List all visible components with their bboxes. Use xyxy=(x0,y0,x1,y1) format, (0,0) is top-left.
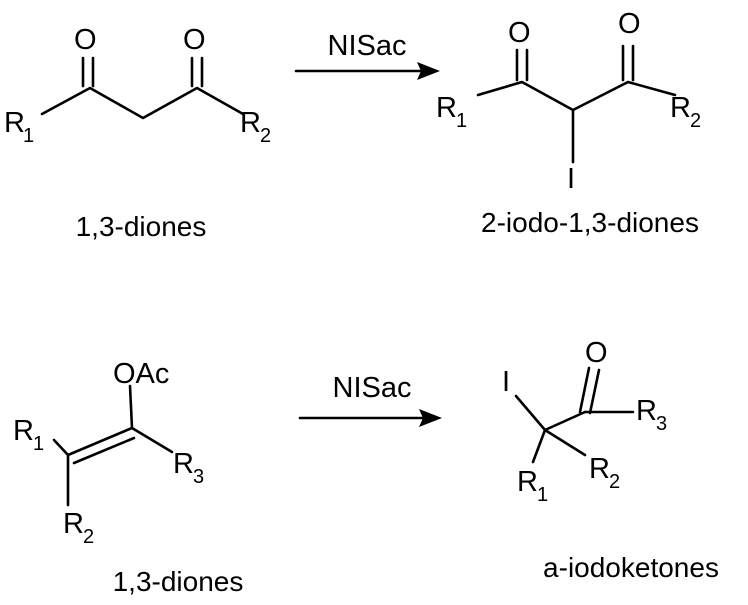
reactant-1-caption: 1,3-diones xyxy=(76,211,207,242)
reactant-1-bonds xyxy=(40,56,245,120)
svg-text:R: R xyxy=(517,466,538,498)
svg-text:R: R xyxy=(636,395,657,427)
svg-text:R: R xyxy=(436,92,457,124)
svg-text:R: R xyxy=(589,453,610,485)
reactant-2-bonds xyxy=(52,384,174,507)
reactant-1-r2-label: R 2 xyxy=(240,107,271,147)
product-1-r1-label: R 1 xyxy=(436,92,467,132)
svg-text:R: R xyxy=(4,107,25,139)
reactant-2-r2-label: R 2 xyxy=(63,508,94,548)
reaction-2-arrow: NISac xyxy=(298,372,442,427)
product-1-r2-label: R 2 xyxy=(670,92,701,132)
reaction-2-reagent: NISac xyxy=(333,372,412,404)
svg-text:2: 2 xyxy=(83,526,94,548)
reaction-1-reagent: NISac xyxy=(328,30,407,62)
reactant-1-oxygen-2: O xyxy=(183,24,206,56)
reactant-2-r1-label: R 1 xyxy=(13,415,44,455)
svg-text:R: R xyxy=(13,415,34,447)
reactant-2-r3-label: R 3 xyxy=(173,448,204,488)
product-1-iodine: I xyxy=(567,163,575,195)
product-2-r1-label: R 1 xyxy=(517,466,548,506)
reactant-2-acetoxy: OAc xyxy=(113,358,169,390)
reaction-2-product: I O R 3 R 1 R 2 a-iodoketones xyxy=(502,337,719,583)
product-2-oxygen: O xyxy=(585,337,608,369)
reaction-1-arrow: NISac xyxy=(294,30,440,80)
svg-text:1: 1 xyxy=(537,484,548,506)
reaction-2-reactant: OAc R 1 R 3 R 2 1,3-diones xyxy=(13,358,243,597)
product-2-r2-label: R 2 xyxy=(589,453,620,493)
svg-text:3: 3 xyxy=(193,466,204,488)
product-2-bonds xyxy=(514,366,635,464)
product-1-caption: 2-iodo-1,3-diones xyxy=(481,207,699,238)
reactant-1-r1-label: R 1 xyxy=(4,107,34,147)
svg-text:2: 2 xyxy=(609,471,620,493)
svg-text:1: 1 xyxy=(23,125,34,147)
svg-text:R: R xyxy=(63,508,84,540)
reaction-2: OAc R 1 R 3 R 2 1,3-diones NISac xyxy=(13,337,719,597)
product-1-oxygen-2: O xyxy=(618,8,641,40)
svg-text:R: R xyxy=(173,448,194,480)
product-2-iodine: I xyxy=(502,366,510,398)
product-1-oxygen-1: O xyxy=(508,17,531,49)
reaction-1: O O R 1 R 2 1,3-diones NISac xyxy=(4,8,701,242)
svg-text:R: R xyxy=(670,92,691,124)
svg-text:R: R xyxy=(240,107,261,139)
reaction-1-reactant: O O R 1 R 2 1,3-diones xyxy=(4,24,271,242)
svg-text:1: 1 xyxy=(456,110,467,132)
product-2-r3-label: R 3 xyxy=(636,395,667,435)
reactant-2-caption: 1,3-diones xyxy=(113,566,244,597)
product-1-bonds xyxy=(476,44,677,164)
svg-text:3: 3 xyxy=(656,413,667,435)
reactant-1-oxygen-1: O xyxy=(74,24,97,56)
svg-text:1: 1 xyxy=(33,433,44,455)
reaction-1-product: O O I R 1 R 2 2-iodo-1,3-diones xyxy=(436,8,701,238)
svg-text:2: 2 xyxy=(260,125,271,147)
svg-text:2: 2 xyxy=(690,110,701,132)
product-2-caption: a-iodoketones xyxy=(543,552,719,583)
